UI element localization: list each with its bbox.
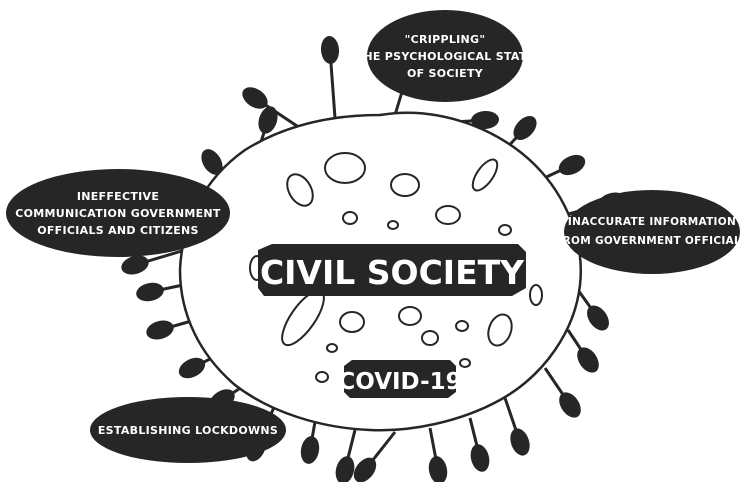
spike-head <box>470 444 490 472</box>
spike-head <box>577 347 599 373</box>
cell-shape <box>324 152 366 184</box>
central-banner-shape <box>258 244 526 296</box>
cell-shape <box>390 173 420 197</box>
factor-oval <box>367 10 523 102</box>
covid-label: COVID-19 <box>338 369 461 395</box>
factor-line: THE PSYCHOLOGICAL STATE <box>356 50 535 63</box>
spike-head <box>353 457 377 482</box>
factor-ineffective-communication: INEFFECTIVE COMMUNICATION GOVERNMENT OFF… <box>6 169 230 257</box>
factor-oval <box>90 397 286 463</box>
spike-head <box>178 357 206 379</box>
factor-inaccurate-information: INACCURATE INFORMATION FROM GOVERNMENT O… <box>555 190 745 274</box>
cell-shape <box>487 313 513 347</box>
cell-shape <box>471 158 499 192</box>
spike-head <box>320 36 340 64</box>
spike-head <box>428 456 448 482</box>
factor-line: FROM GOVERNMENT OFFICIALS <box>555 235 745 247</box>
central-banner: CIVIL SOCIETY <box>258 244 526 296</box>
cell-shape <box>326 343 338 353</box>
cell-shape <box>435 205 461 225</box>
factor-line: COMMUNICATION GOVERNMENT <box>15 207 221 220</box>
central-label: CIVIL SOCIETY <box>260 253 525 292</box>
factor-line: "CRIPPLING" <box>405 33 486 46</box>
spike-head <box>242 87 268 109</box>
spike-head <box>201 149 223 175</box>
cell-shape <box>455 320 469 332</box>
spike-head <box>558 154 586 176</box>
spike-head <box>300 436 320 464</box>
spike-head <box>136 282 164 302</box>
cell-shape <box>498 224 512 236</box>
spike-head <box>335 456 355 482</box>
cell-shape <box>459 358 471 368</box>
factor-line: ESTABLISHING LOCKDOWNS <box>98 424 278 437</box>
cell-shape <box>529 284 543 306</box>
covid-tag: COVID-19 <box>338 360 462 398</box>
factor-line: OFFICIALS AND CITIZENS <box>37 224 199 237</box>
cell-shape <box>315 371 329 383</box>
spike-head <box>121 255 149 275</box>
cell-shape <box>339 311 365 333</box>
spike-head <box>587 305 609 331</box>
cell-shape <box>421 330 439 346</box>
spike-head <box>559 392 581 418</box>
factor-lockdowns: ESTABLISHING LOCKDOWNS <box>90 397 286 463</box>
factor-line: INACCURATE INFORMATION <box>568 216 736 228</box>
spike-head <box>513 116 537 140</box>
factor-line: INEFFECTIVE <box>77 190 159 203</box>
factor-line: OF SOCIETY <box>407 67 484 80</box>
cell-shape <box>398 306 422 326</box>
spike-head <box>146 320 174 340</box>
factor-psychological-state: "CRIPPLING" THE PSYCHOLOGICAL STATE OF S… <box>356 10 535 102</box>
factor-oval <box>564 190 740 274</box>
cell-shape <box>286 173 314 207</box>
spike-head <box>471 110 499 130</box>
cell-shape <box>387 220 399 230</box>
spike-head <box>258 106 278 134</box>
cell-shape <box>342 211 358 225</box>
spike-head <box>510 428 530 456</box>
covid-tag-shape <box>344 360 456 398</box>
factor-oval <box>6 169 230 257</box>
